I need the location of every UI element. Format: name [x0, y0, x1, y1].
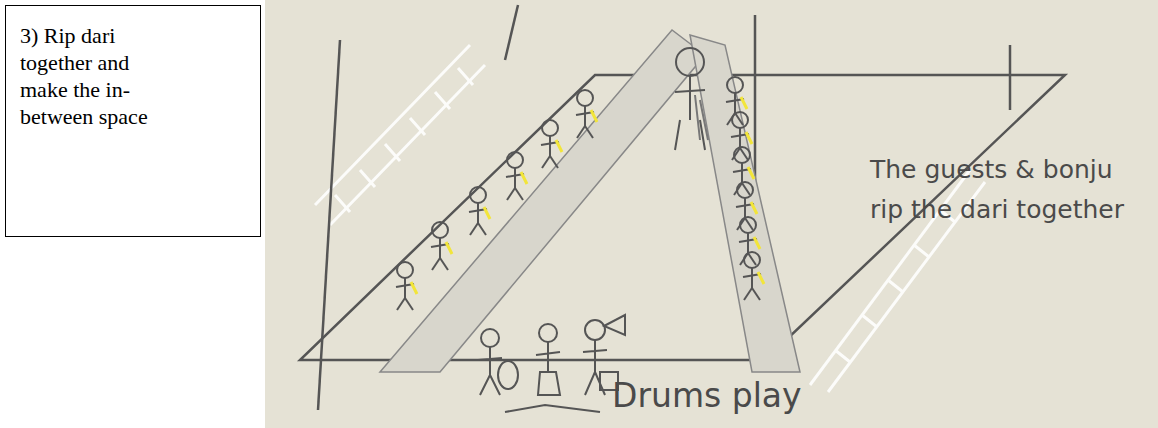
sketch-background	[265, 0, 1158, 428]
dari-strip	[690, 35, 800, 372]
drummers	[478, 315, 625, 412]
handwritten-note: Drums play	[612, 370, 852, 423]
handwritten-note: The guests & bonju rip the dari together	[870, 150, 1140, 230]
step-text: 3) Rip dari together and make the in-bet…	[20, 22, 170, 130]
text-box: 3) Rip dari together and make the in-bet…	[5, 5, 261, 237]
central-figure	[675, 48, 708, 150]
dari-strip	[380, 30, 705, 372]
